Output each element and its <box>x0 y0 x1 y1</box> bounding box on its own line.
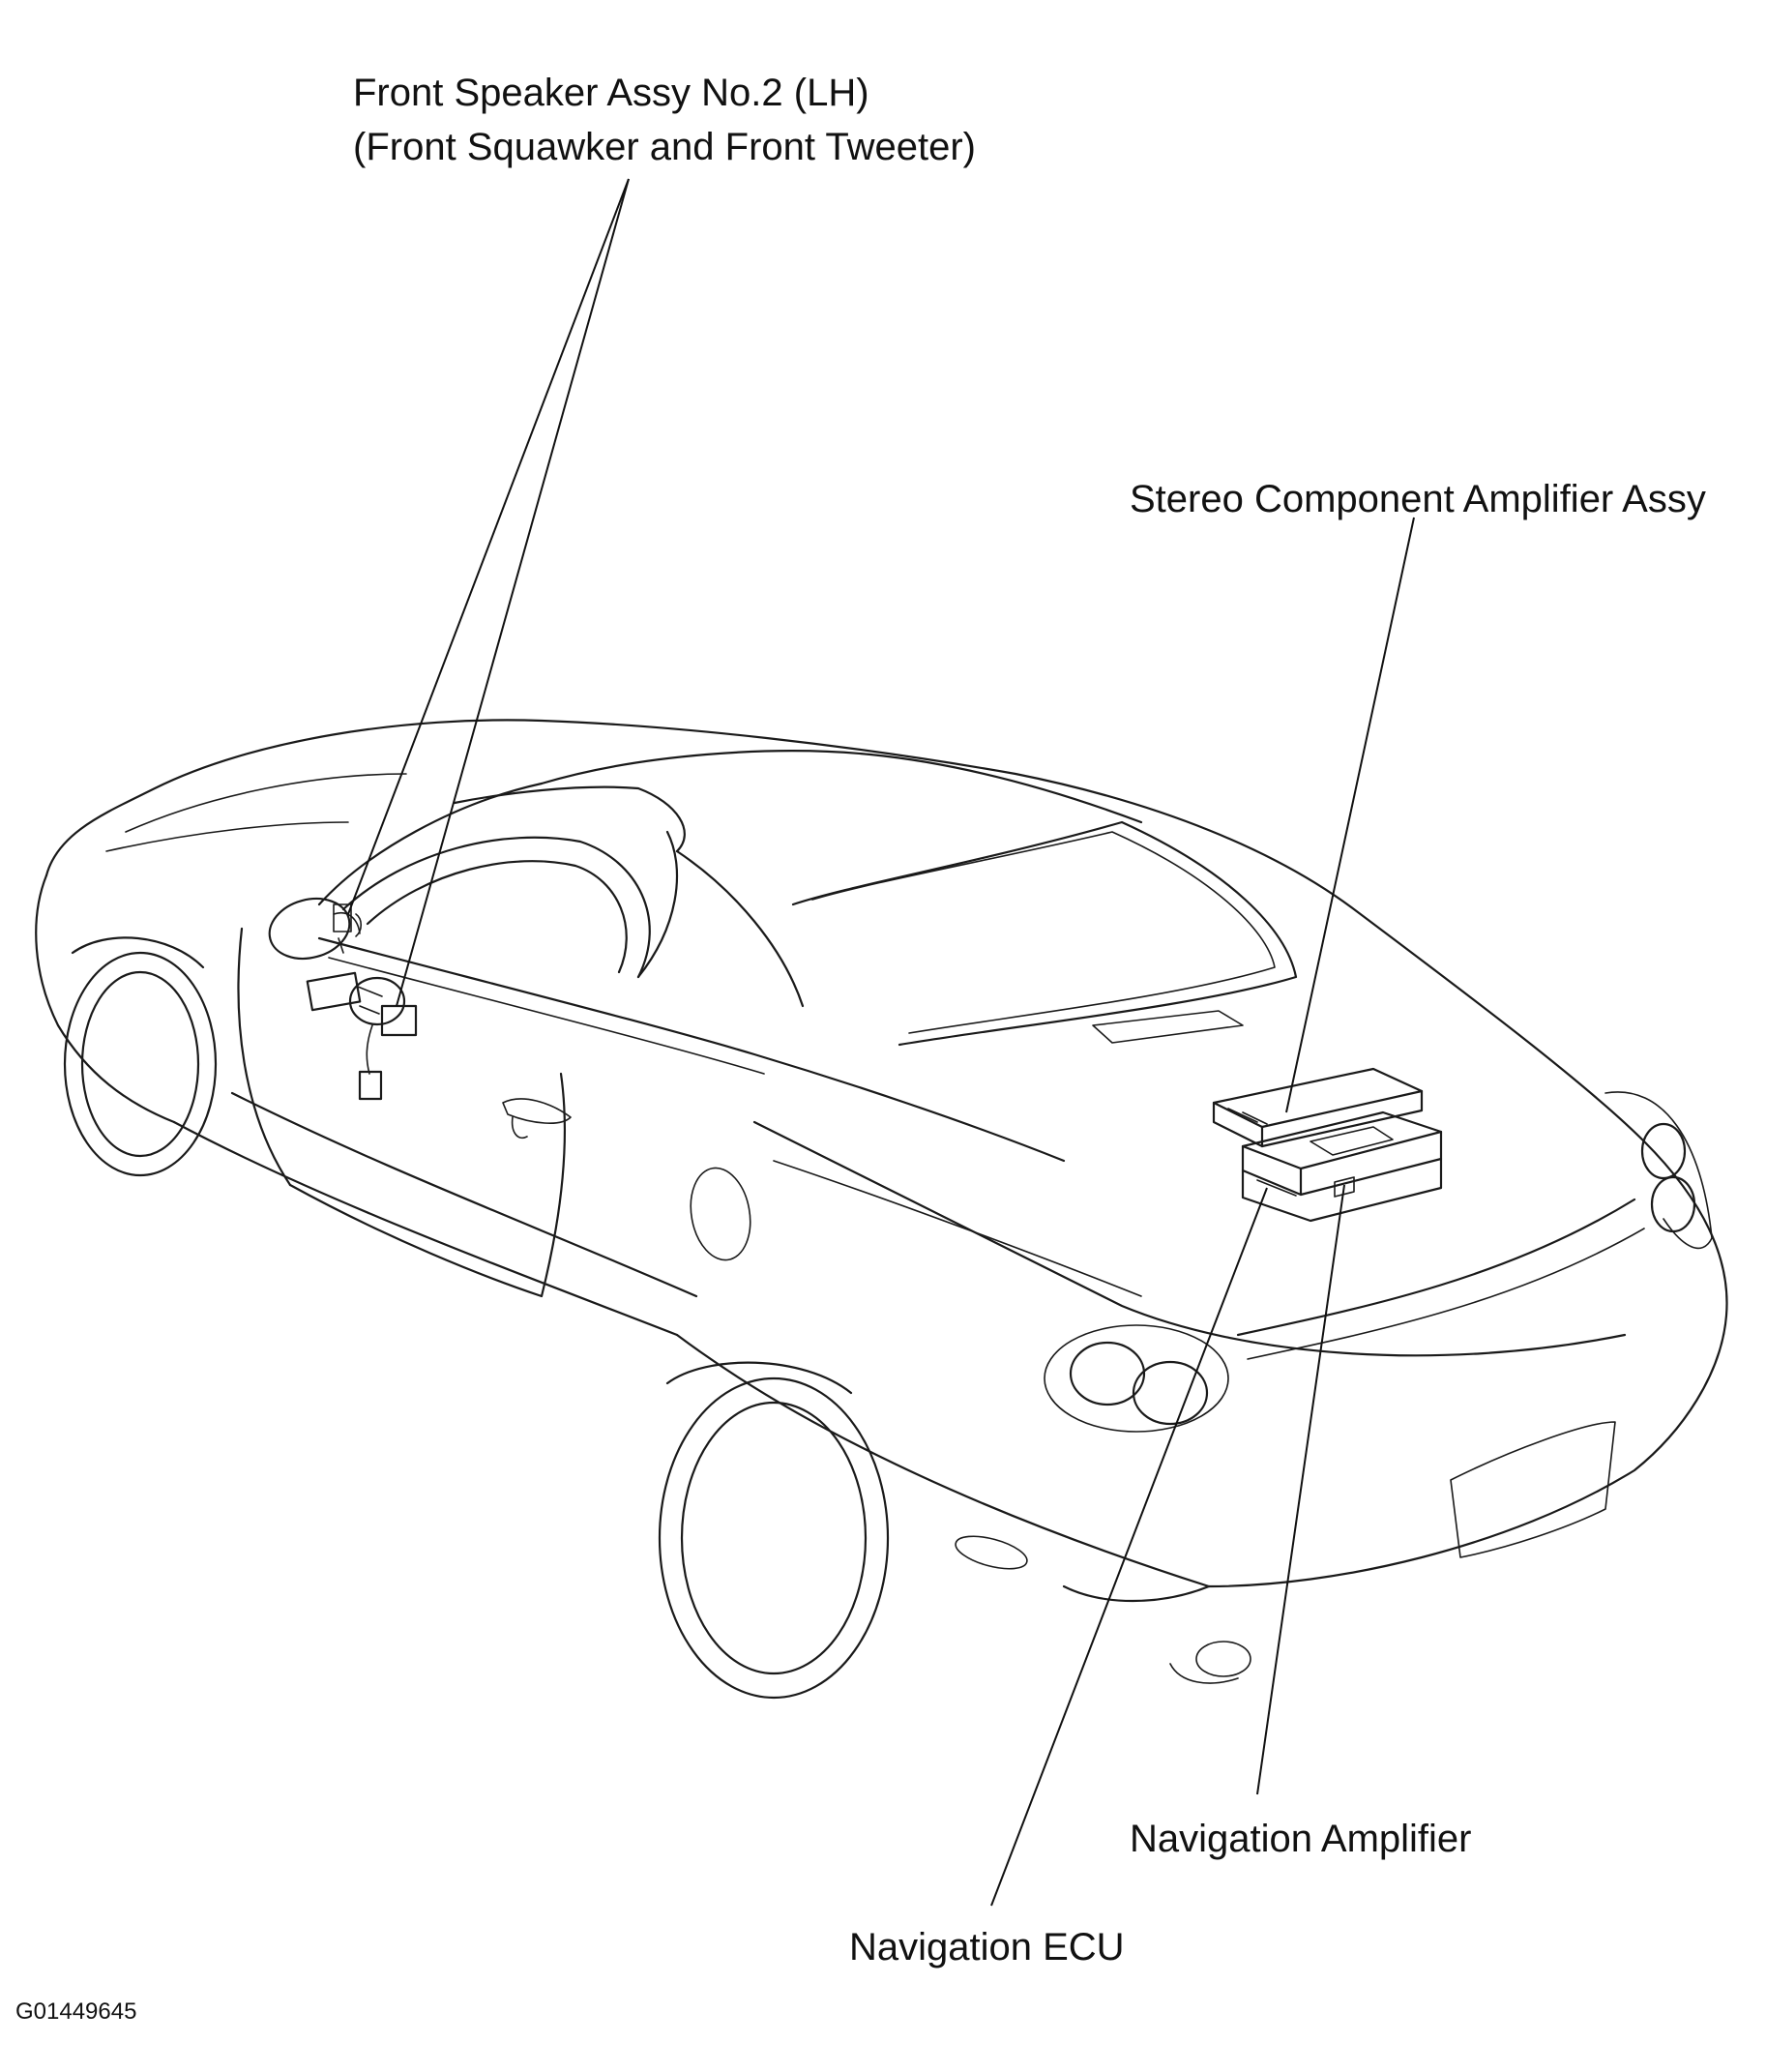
car-body <box>35 719 1728 1684</box>
front-speaker-callout: Front Speaker Assy No.2 (LH) (Front Squa… <box>353 66 976 174</box>
leader-nav-ecu <box>990 1187 1268 1907</box>
front-speaker-label: Front Speaker Assy No.2 (LH) <box>353 72 869 114</box>
nav-ecu-label: Navigation ECU <box>849 1926 1125 1968</box>
front-speaker-assembly <box>306 903 418 1101</box>
front-speaker-sublabel: (Front Squawker and Front Tweeter) <box>353 126 976 168</box>
amplifier-and-navigation-units <box>1212 1067 1443 1223</box>
leader-stereo-amp <box>1285 517 1415 1113</box>
nav-amp-label: Navigation Amplifier <box>1130 1818 1472 1860</box>
front-wheel <box>63 936 218 1177</box>
leader-lines <box>347 178 1415 1907</box>
figure-id: G01449645 <box>15 1998 137 2025</box>
leader-speaker-tweeter <box>347 178 630 915</box>
rear-wheel <box>658 1361 890 1700</box>
stereo-amp-label: Stereo Component Amplifier Assy <box>1130 478 1706 520</box>
leader-nav-amp <box>1256 1184 1345 1795</box>
side-mirror <box>268 897 361 961</box>
leader-speaker-squawker <box>396 178 630 1007</box>
